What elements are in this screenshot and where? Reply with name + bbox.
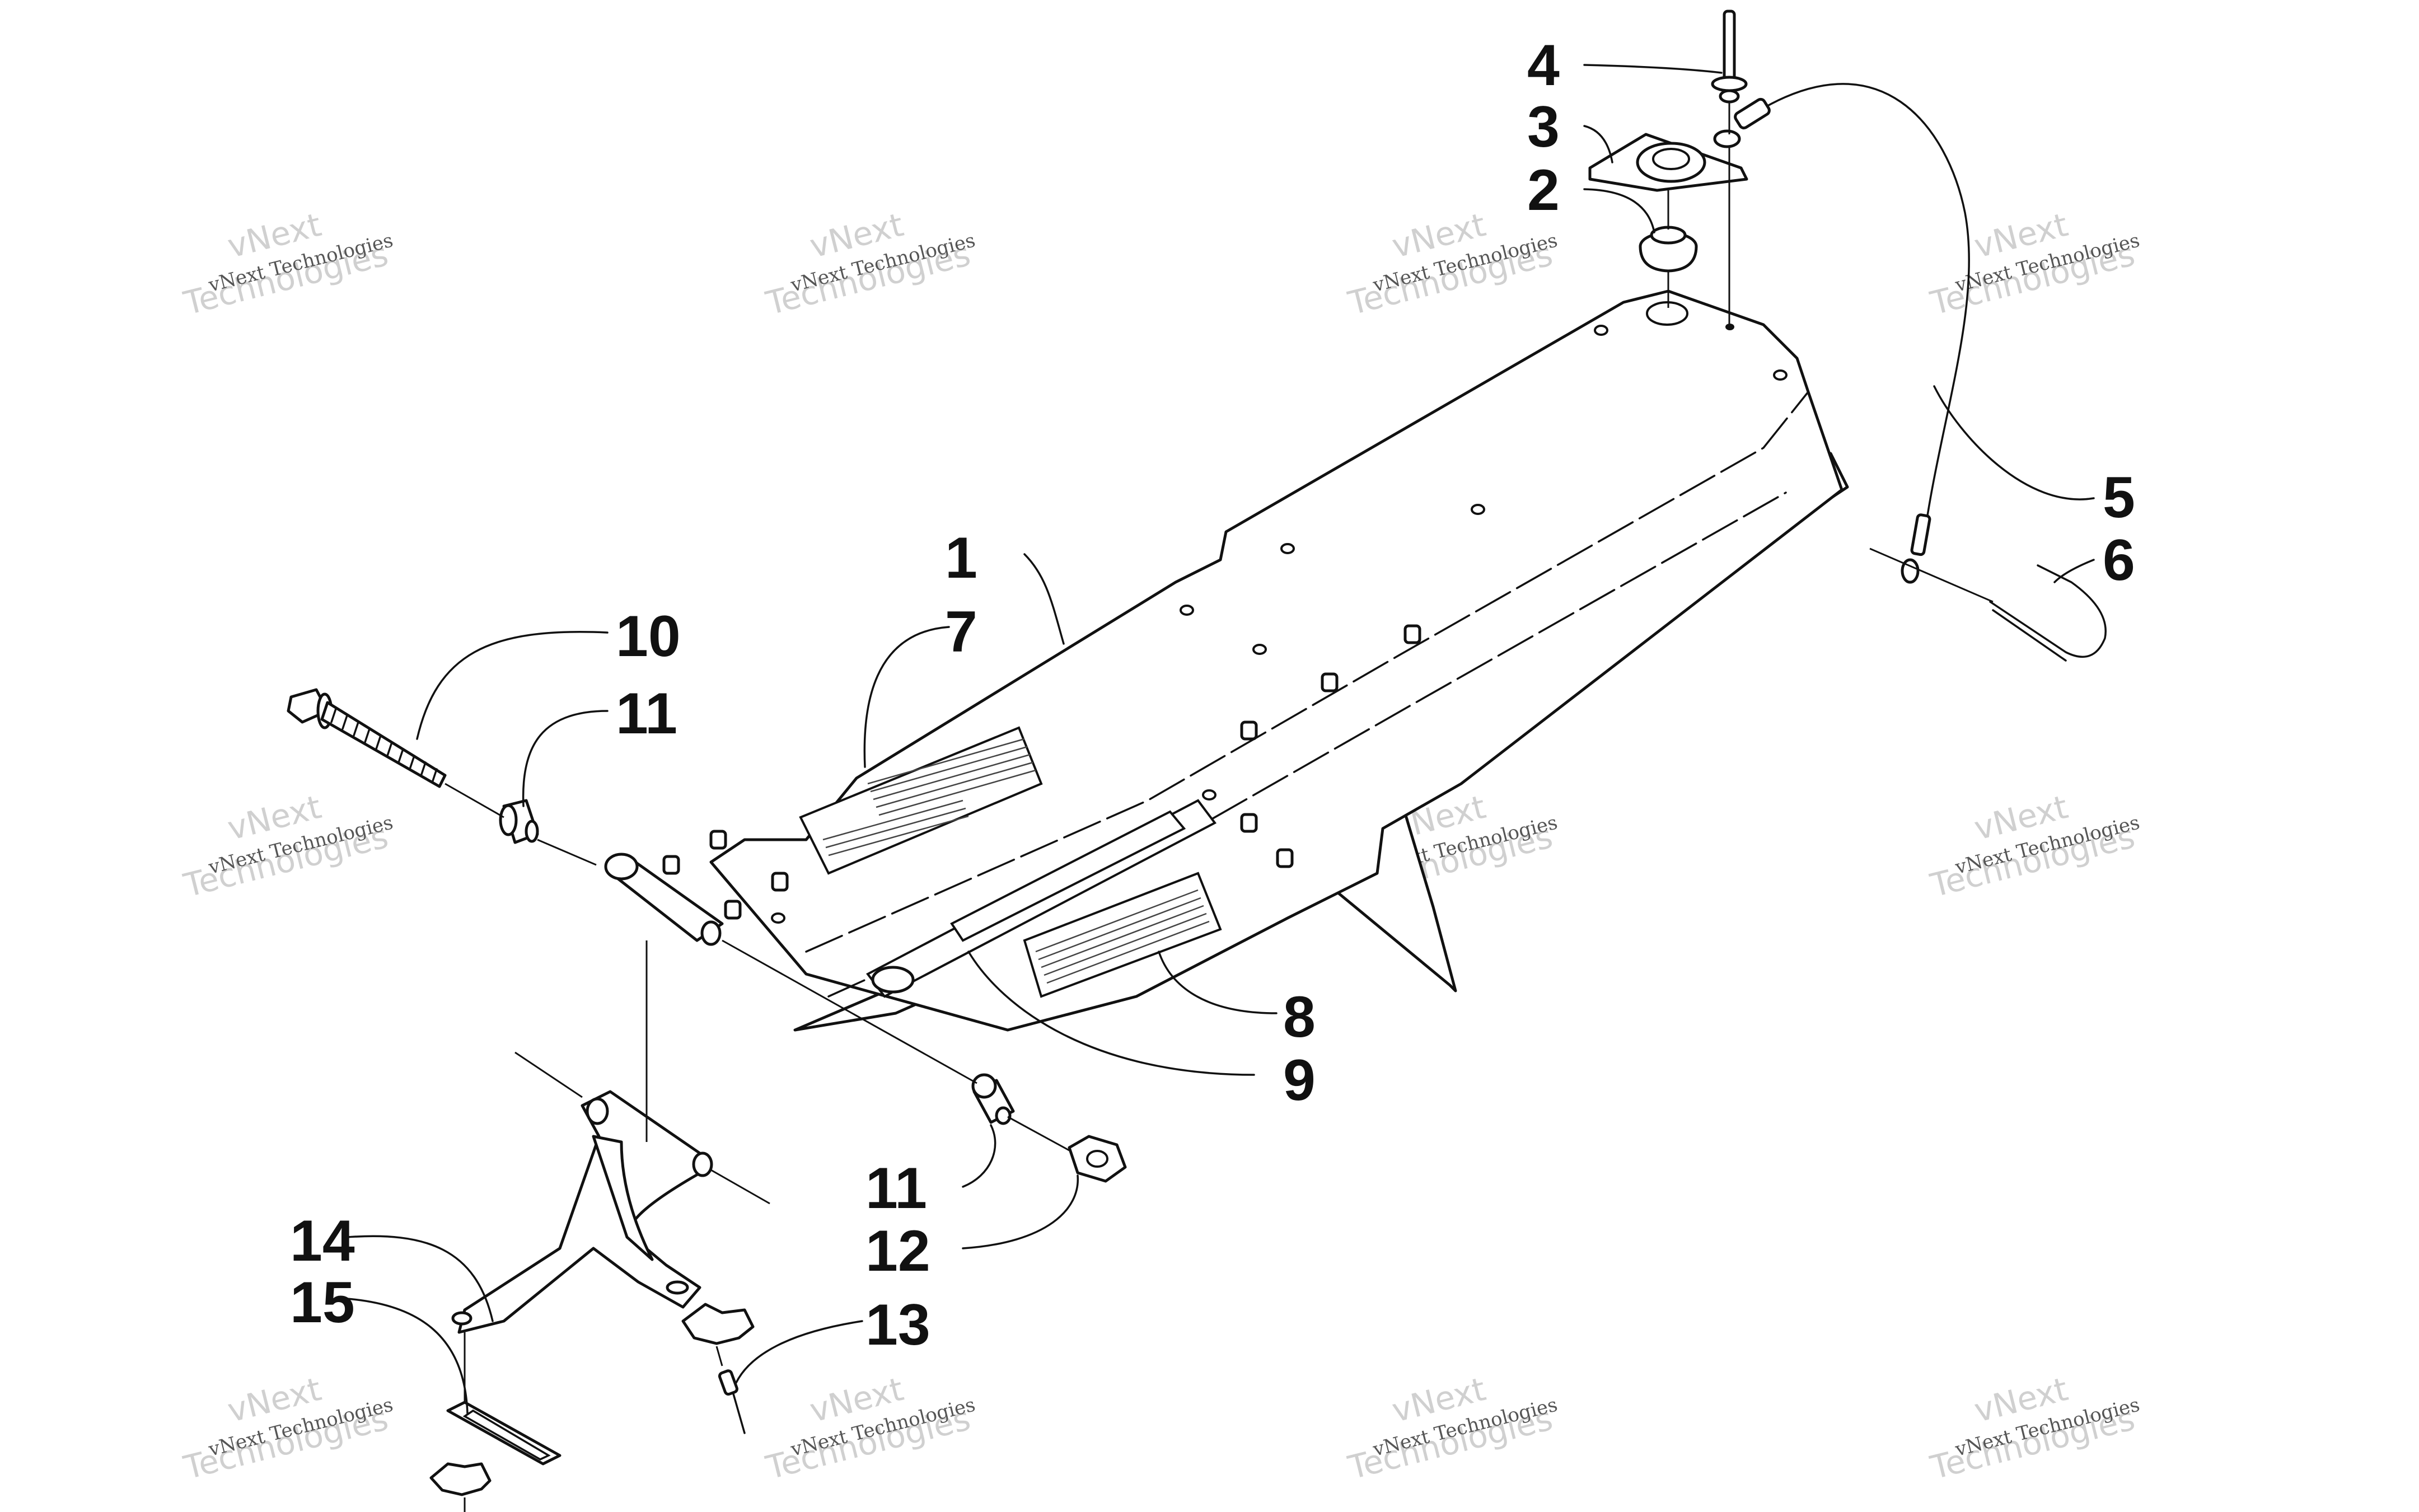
callout-7: 7 — [945, 600, 977, 664]
slotted-plate-15 — [429, 1401, 562, 1496]
callout-2: 2 — [1527, 158, 1560, 223]
callout-12: 12 — [865, 1219, 930, 1284]
grommet-2 — [1639, 226, 1698, 273]
bolt-10 — [287, 688, 447, 788]
pin-4 — [1711, 10, 1748, 104]
callout-15: 15 — [290, 1270, 355, 1335]
callout-14: 14 — [290, 1209, 355, 1274]
callout-10: 10 — [616, 604, 681, 669]
bushing-11-lower — [971, 1073, 1015, 1125]
callout-9: 9 — [1283, 1048, 1316, 1113]
rivet-13 — [681, 1303, 755, 1434]
callout-13: 13 — [865, 1293, 930, 1357]
callout-6: 6 — [2103, 528, 2135, 593]
callout-4: 4 — [1527, 33, 1560, 98]
bracket-14 — [451, 1090, 713, 1334]
tether-cable-5 — [1713, 83, 1971, 584]
hairpin-clip-6 — [1989, 564, 2107, 662]
callout-3: 3 — [1527, 95, 1560, 160]
warning-decal-7 — [799, 726, 1043, 875]
deck-studs — [662, 624, 1421, 920]
callout-1: 1 — [945, 526, 977, 591]
footrest-panel — [662, 289, 1849, 1032]
callout-labels: 4 3 2 5 6 1 7 8 9 10 11 11 12 13 14 15 — [290, 33, 2135, 1357]
callout-8: 8 — [1283, 985, 1316, 1050]
hinge-tube — [604, 853, 724, 946]
nut-12 — [1068, 1135, 1127, 1183]
leader-lines — [346, 64, 2095, 1415]
bushing-11-upper — [499, 799, 539, 844]
mount-plate-3 — [1588, 133, 1748, 192]
logo-strip-decal-9 — [865, 799, 1217, 998]
callout-5: 5 — [2103, 465, 2135, 530]
callout-11-lower: 11 — [865, 1156, 927, 1221]
assembly-axes — [445, 101, 1994, 1512]
callout-11-upper: 11 — [616, 681, 677, 746]
warning-decal-8 — [1023, 872, 1222, 998]
